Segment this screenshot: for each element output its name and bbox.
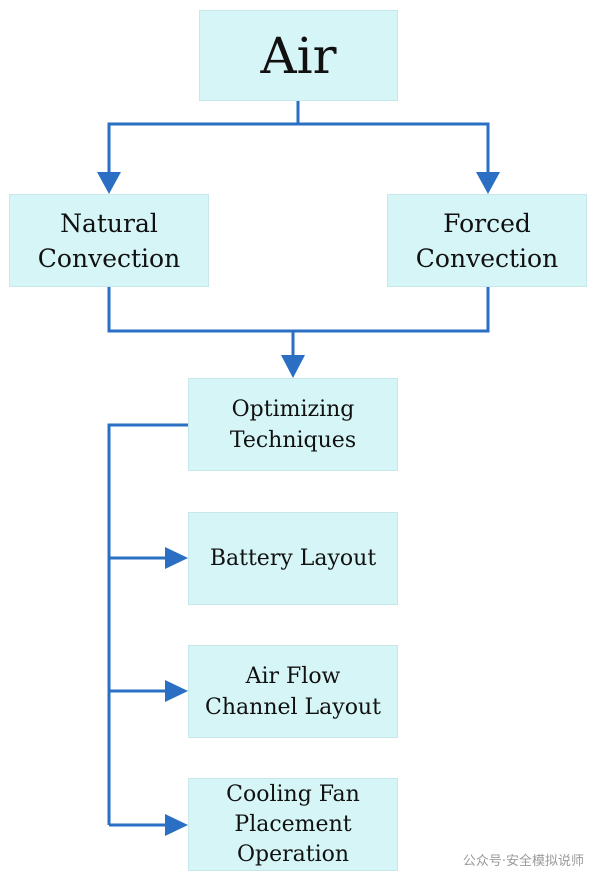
connector-trunk — [107, 423, 188, 825]
node-air-label: Air — [260, 26, 337, 85]
arrow-to-airflow — [165, 680, 188, 702]
node-optimizing-techniques: Optimizing Techniques — [188, 378, 398, 471]
connector-merge — [107, 287, 490, 356]
node-cooling-fan-placement: Cooling Fan Placement Operation — [188, 778, 398, 871]
node-forced-convection: Forced Convection — [387, 194, 587, 287]
node-air: Air — [199, 10, 398, 101]
node-battery-layout: Battery Layout — [188, 512, 398, 605]
node-forced-convection-label: Forced Convection — [415, 208, 559, 273]
node-optimizing-techniques-label: Optimizing Techniques — [229, 396, 357, 453]
arrow-to-optimizing — [281, 355, 305, 378]
node-air-flow-channel-layout: Air Flow Channel Layout — [188, 645, 398, 738]
arrow-to-forced — [476, 172, 500, 194]
arrow-to-natural — [97, 172, 121, 194]
arrow-to-battery — [165, 547, 188, 569]
connector-air-split — [107, 101, 490, 174]
watermark-text: 公众号·安全模拟说师 — [462, 854, 584, 869]
node-air-flow-channel-layout-label: Air Flow Channel Layout — [205, 663, 381, 720]
node-battery-layout-label: Battery Layout — [209, 546, 377, 571]
node-natural-convection-label: Natural Convection — [37, 208, 181, 273]
arrow-to-fan — [165, 814, 188, 836]
node-natural-convection: Natural Convection — [9, 194, 209, 287]
node-cooling-fan-placement-label: Cooling Fan Placement Operation — [226, 781, 360, 867]
